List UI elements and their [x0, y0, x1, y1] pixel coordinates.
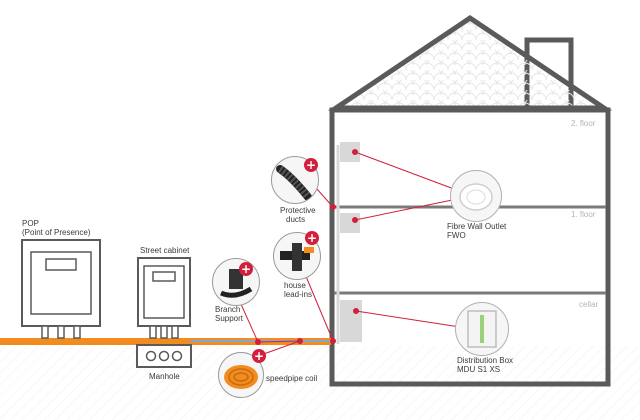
- street-cabinet: [137, 257, 191, 339]
- leadin-fitting-icon: [280, 243, 314, 271]
- fwo-label-line1: Fibre Wall Outlet: [447, 222, 507, 231]
- fwo-label-line2: FWO: [447, 231, 466, 240]
- distribution-box-label-line1: Distribution Box: [457, 356, 514, 365]
- trench-line: [0, 338, 331, 345]
- house-leadins-label-line1: house: [284, 281, 306, 290]
- protective-ducts-label-line2: ducts: [286, 215, 306, 224]
- branch-clamp-icon: [220, 269, 253, 298]
- floor-label-2nd: 2. floor: [571, 119, 596, 128]
- floor-label-cellar: cellar: [579, 300, 599, 309]
- distribution-box-label-line2: MDU S1 XS: [457, 365, 501, 374]
- protective-ducts-plus-button[interactable]: +: [304, 158, 318, 172]
- connector-dots: [255, 149, 359, 345]
- distribution-box-icon: [467, 310, 497, 348]
- fwo-box-1st-floor: [340, 213, 360, 233]
- house-leadins-label-line2: lead-ins: [284, 290, 313, 299]
- protective-ducts-image[interactable]: [271, 156, 319, 204]
- street-cabinet-label: Street cabinet: [140, 246, 190, 255]
- wall-outlet-icon: [459, 183, 493, 211]
- speedpipe-coil-plus-button[interactable]: +: [252, 349, 266, 363]
- house-leadins-plus-button[interactable]: +: [305, 231, 319, 245]
- branch-support-image[interactable]: [212, 258, 260, 306]
- protective-ducts-label-line1: Protective: [280, 206, 316, 215]
- pop-cabinet: [21, 239, 101, 339]
- pop-label-subtitle: (Point of Presence): [22, 228, 91, 237]
- coil-icon: [224, 365, 258, 389]
- manhole: [136, 344, 192, 368]
- speedpipe-coil-label: speedpipe coil: [266, 374, 318, 383]
- house-body: [329, 107, 611, 387]
- floor-label-1st: 1. floor: [571, 210, 596, 219]
- distribution-box-image[interactable]: [455, 302, 509, 356]
- fwo-box-2nd-floor: [340, 142, 360, 162]
- fibre-wall-outlet-image[interactable]: [450, 170, 502, 222]
- duct-coil-icon: [276, 165, 312, 201]
- house-roof: [327, 14, 613, 113]
- branch-support-label-line1: Branch: [215, 305, 241, 314]
- branch-support-label-line2: Support: [215, 314, 244, 323]
- branch-support-plus-button[interactable]: +: [239, 262, 253, 276]
- manhole-label: Manhole: [149, 372, 180, 381]
- distribution-box-shape: [340, 300, 362, 342]
- pop-label-title: POP: [22, 219, 39, 228]
